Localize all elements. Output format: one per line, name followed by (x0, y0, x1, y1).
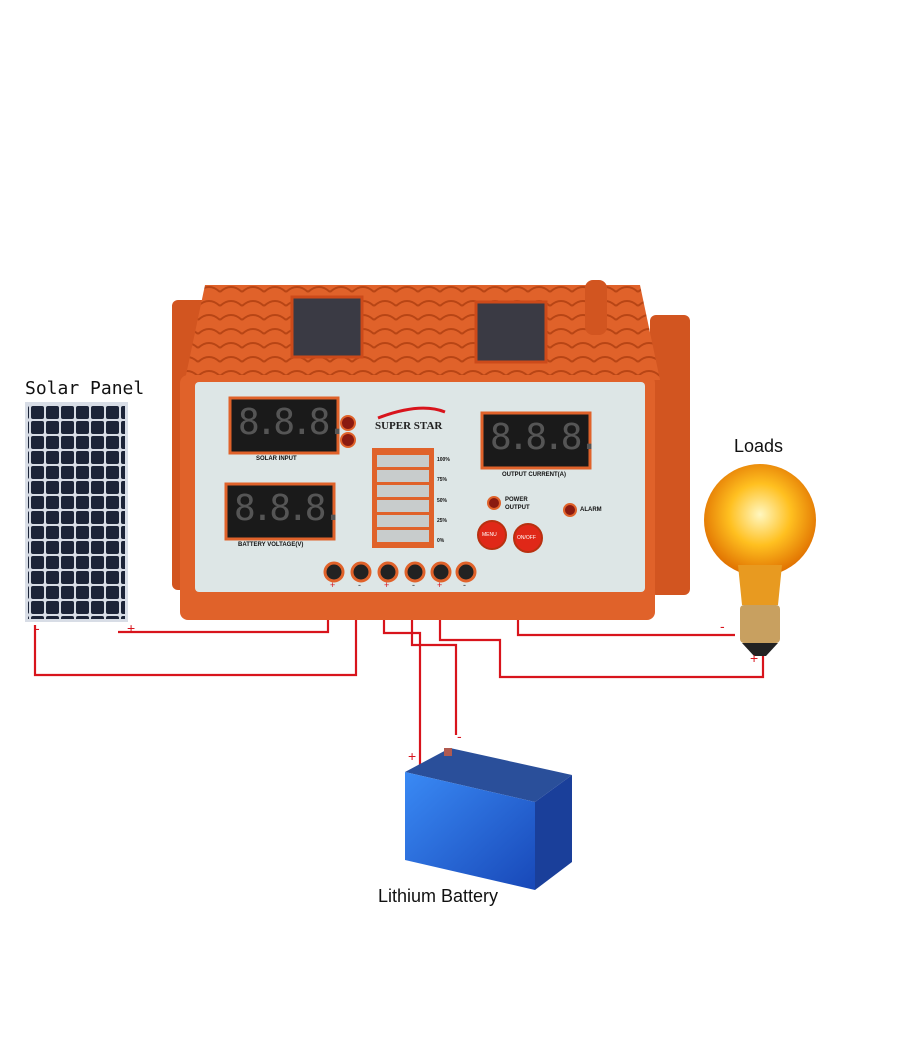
level-25: 25% (437, 518, 448, 524)
solar-panel-label: Solar Panel (25, 378, 145, 399)
battery-label: Lithium Battery (378, 886, 499, 906)
level-50: 50% (437, 498, 448, 504)
output-current-display: 8.8.8. (490, 417, 600, 458)
terminal-sign-1: + (330, 580, 336, 590)
battery-image (405, 748, 572, 890)
loads-label: Loads (734, 436, 784, 456)
wire-solar-negative (33, 598, 358, 677)
onoff-button[interactable] (513, 523, 543, 553)
level-0: 0% (437, 538, 445, 544)
power-output-label-2: OUTPUT (505, 505, 530, 511)
brand-label: SUPER STAR (375, 420, 443, 432)
solar-panel-image (25, 402, 128, 622)
wires (33, 598, 765, 770)
terminal-sign-5: + (437, 580, 443, 590)
charge-controller (172, 280, 690, 620)
battery-positive-sign: + (408, 748, 417, 764)
load-negative-sign: - (720, 618, 725, 634)
menu-button-label: MENU (482, 532, 497, 538)
battery-voltage-display: 8.8.8. (234, 488, 344, 529)
level-100: 100% (437, 457, 450, 463)
menu-button[interactable] (477, 520, 507, 550)
alarm-label: ALARM (580, 507, 602, 513)
wire-load-positive (438, 598, 765, 679)
light-bulb-image (704, 464, 816, 656)
battery-voltage-label: BATTERY VOLTAGE(V) (238, 542, 304, 548)
wire-battery-positive (382, 598, 422, 770)
terminal-sign-4: - (412, 580, 415, 590)
solar-positive-sign: + (127, 620, 136, 636)
wire-battery-negative (410, 598, 458, 735)
terminal-sign-3: + (384, 580, 390, 590)
load-positive-sign: + (750, 650, 759, 666)
terminal-sign-2: - (358, 580, 361, 590)
solar-negative-sign: - (35, 620, 40, 636)
terminal-sign-6: - (463, 580, 466, 590)
output-current-label: OUTPUT CURRENT(A) (502, 472, 566, 478)
solar-input-display: 8.8.8. (238, 402, 348, 443)
battery-negative-sign: - (457, 728, 462, 744)
onoff-button-label: ON/OFF (517, 535, 536, 541)
power-output-label-1: POWER (505, 497, 528, 503)
solar-input-label: SOLAR INPUT (256, 456, 297, 462)
level-75: 75% (437, 477, 448, 483)
